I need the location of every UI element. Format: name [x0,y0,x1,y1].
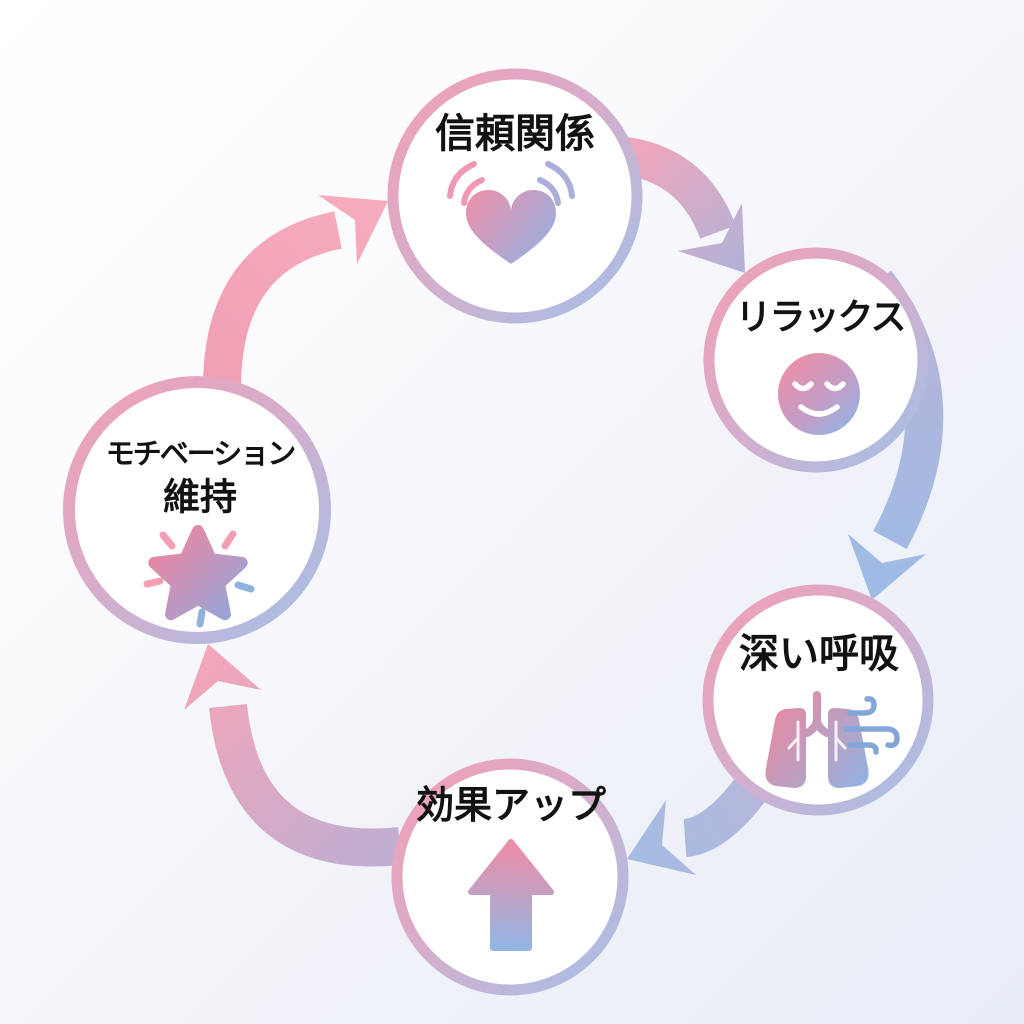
sparkle-star-icon [143,525,255,628]
arrow-motivation-to-trust [203,195,388,389]
lungs-breeze-icon [765,691,900,788]
node-circle-motivation [63,376,331,644]
node-trust-label: 信頼関係 [435,112,595,156]
node-breath-label: 深い呼吸 [739,632,899,676]
arrow-breath-to-effect [627,778,766,875]
node-circle-trust [387,68,643,324]
vibrating-heart-icon [447,161,575,264]
node-relax-label: リラックス [735,296,907,337]
node-motivation-label-line1: モチベーション [105,438,296,471]
node-effect-label: 効果アップ [415,785,607,827]
node-motivation-label: モチベーション 維持 [105,438,296,518]
arrow-effect-to-motivation [184,644,402,867]
node-motivation-label-line2: 維持 [162,476,237,518]
relaxed-face-icon [778,353,860,435]
up-arrow-icon [468,839,554,951]
